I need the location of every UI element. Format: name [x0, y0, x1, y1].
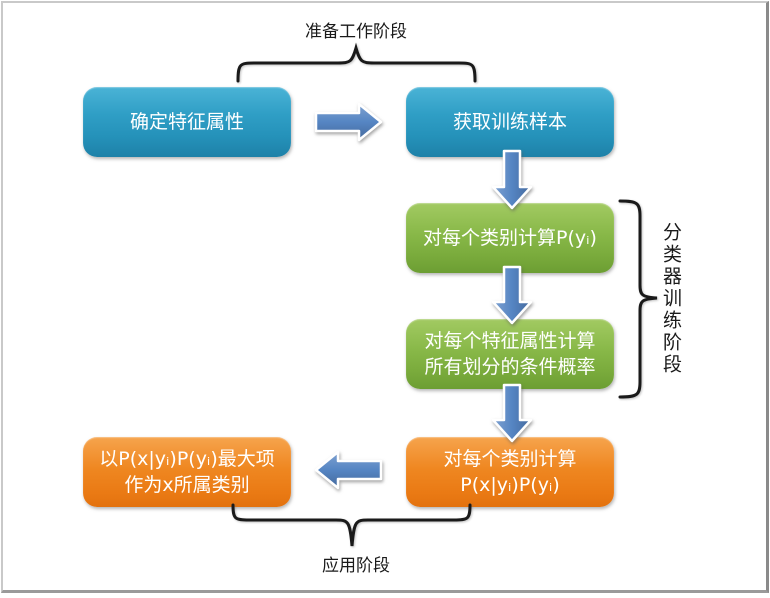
box-compute-posterior: 对每个类别计算 P(x|yᵢ)P(yᵢ) — [406, 437, 614, 507]
box-label-line2: 作为x所属类别 — [124, 474, 250, 496]
box-label-line2: 所有划分的条件概率 — [424, 356, 596, 378]
right-brace — [618, 199, 658, 399]
top-brace — [236, 42, 477, 83]
box-label-line2: P(x|yᵢ)P(yᵢ) — [460, 474, 560, 496]
arrow-determine-to-samples-icon — [314, 102, 383, 142]
bottom-brace — [231, 503, 472, 547]
box-label: 对每个类别计算P(yᵢ) — [423, 227, 597, 249]
arrow-samples-to-prior-icon — [491, 149, 533, 210]
box-label-line1: 以P(x|yᵢ)P(yᵢ)最大项 — [99, 448, 275, 470]
box-select-max-class: 以P(x|yᵢ)P(yᵢ)最大项 作为x所属类别 — [83, 437, 291, 507]
box-label: 获取训练样本 — [452, 111, 567, 133]
arrow-conditional-to-posterior-icon — [491, 383, 533, 443]
application-stage-label: 应用阶段 — [322, 556, 390, 576]
box-label-line1: 对每个特征属性计算 — [424, 330, 596, 352]
arrow-posterior-to-select-icon — [314, 450, 383, 490]
box-label: 确定特征属性 — [129, 111, 244, 133]
preparation-stage-label: 准备工作阶段 — [305, 22, 407, 42]
box-determine-feature-attributes: 确定特征属性 — [83, 87, 291, 157]
box-label-line1: 对每个类别计算 — [443, 448, 577, 470]
box-get-training-samples: 获取训练样本 — [406, 87, 614, 157]
box-compute-conditional-probability: 对每个特征属性计算 所有划分的条件概率 — [406, 319, 614, 389]
arrow-prior-to-conditional-icon — [491, 265, 533, 325]
box-compute-prior-probability: 对每个类别计算P(yᵢ) — [406, 203, 614, 273]
classifier-training-stage-label: 分类器训练阶段 — [660, 222, 682, 376]
